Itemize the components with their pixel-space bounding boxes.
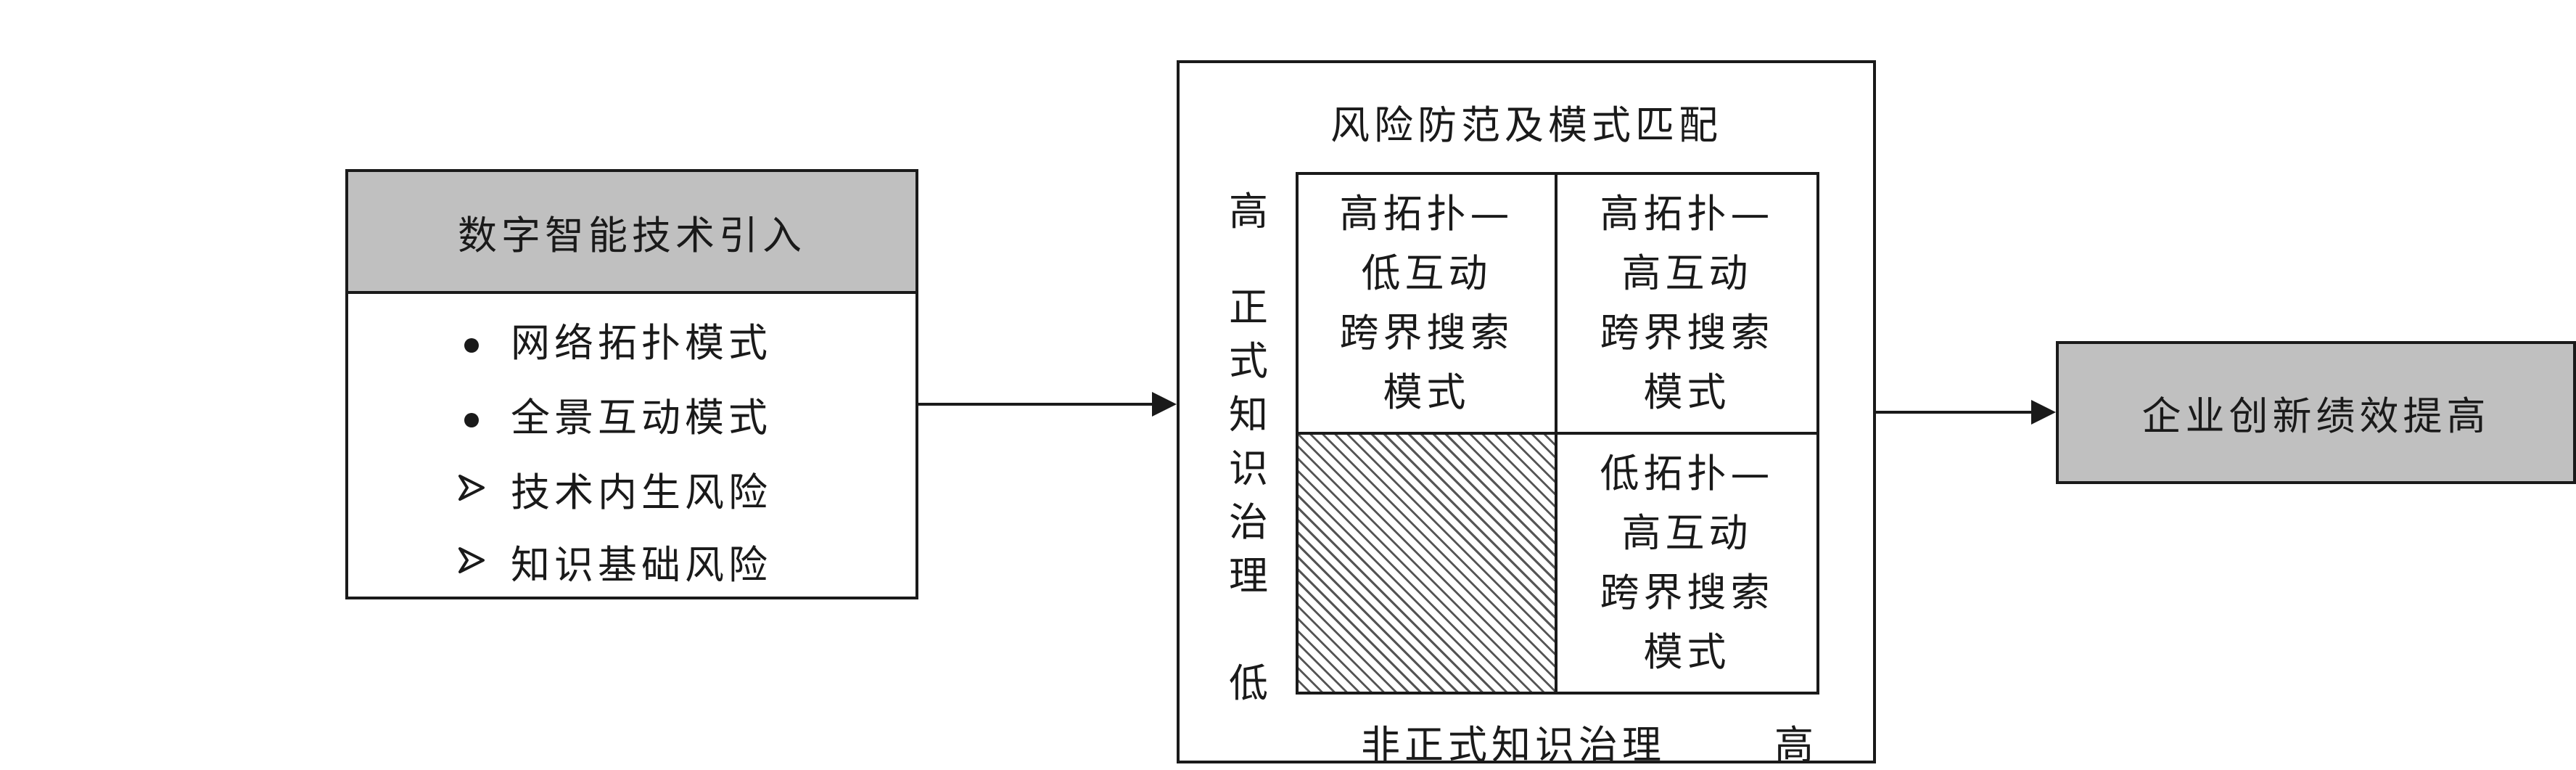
x-axis-high-label: 高 <box>1774 722 1814 768</box>
bullet-arrow-icon <box>457 466 511 512</box>
list-item-label: 网络拓扑模式 <box>511 319 772 366</box>
bullet-dot-icon <box>457 391 511 437</box>
list-item: 网络拓扑模式 <box>457 303 772 375</box>
quadrant-line: 模式 <box>1643 629 1731 675</box>
y-axis-high-label: 高 <box>1229 189 1268 234</box>
list-item-label: 技术内生风险 <box>511 469 772 515</box>
quadrant-top-right: 高拓扑— 高互动 跨界搜索 模式 <box>1557 175 1816 435</box>
bullet-arrow-icon <box>457 538 511 584</box>
matrix-title: 风险防范及模式匹配 <box>1330 102 1722 148</box>
quadrant-line: 跨界搜索 <box>1600 570 1774 615</box>
list-item-label: 知识基础风险 <box>511 541 772 588</box>
quadrant-line: 低互动 <box>1361 250 1492 296</box>
y-axis-low-label: 低 <box>1229 660 1268 706</box>
list-item-label: 全景互动模式 <box>511 394 772 441</box>
list-item: 全景互动模式 <box>457 377 772 450</box>
innovation-performance-title: 企业创新绩效提高 <box>2141 393 2490 439</box>
quadrant-bottom-left-hatched <box>1299 435 1557 692</box>
y-axis-title: 正式知识治理 <box>1223 281 1274 603</box>
list-item: 知识基础风险 <box>457 525 772 597</box>
arrow-left-to-matrix <box>918 392 1177 417</box>
quadrant-bottom-right: 低拓扑— 高互动 跨界搜索 模式 <box>1557 435 1816 692</box>
bullet-dot-icon <box>457 316 511 362</box>
arrow-matrix-to-right <box>1876 400 2056 425</box>
x-axis-title: 非正式知识治理 <box>1361 722 1666 768</box>
quadrant-line: 高互动 <box>1621 250 1753 296</box>
quadrant-line: 模式 <box>1643 369 1731 415</box>
quadrant-top-left: 高拓扑— 低互动 跨界搜索 模式 <box>1299 175 1557 435</box>
quadrant-line: 跨界搜索 <box>1600 310 1774 356</box>
innovation-performance-box: 企业创新绩效提高 <box>2056 341 2576 484</box>
list-item: 技术内生风险 <box>457 452 772 525</box>
digital-tech-title: 数字智能技术引入 <box>348 172 915 294</box>
quadrant-line: 高拓扑— <box>1339 191 1514 237</box>
quadrant-line: 模式 <box>1383 369 1470 415</box>
y-axis-title-text: 正式知识治理 <box>1229 284 1268 599</box>
digital-tech-box: 数字智能技术引入 网络拓扑模式 全景互动模式 技术内生风险 知识基础风险 <box>345 169 918 599</box>
quadrant-line: 高拓扑— <box>1600 191 1774 237</box>
quadrant-line: 跨界搜索 <box>1339 310 1514 356</box>
quadrant-line: 高互动 <box>1621 510 1753 556</box>
quadrant-line: 低拓扑— <box>1600 451 1774 496</box>
quadrant-grid: 高拓扑— 低互动 跨界搜索 模式 高拓扑— 高互动 跨界搜索 模式 低拓扑— 高… <box>1296 172 1819 695</box>
risk-mode-matrix-box: 风险防范及模式匹配 高 正式知识治理 低 高拓扑— 低互动 跨界搜索 模式 高拓… <box>1177 60 1876 768</box>
